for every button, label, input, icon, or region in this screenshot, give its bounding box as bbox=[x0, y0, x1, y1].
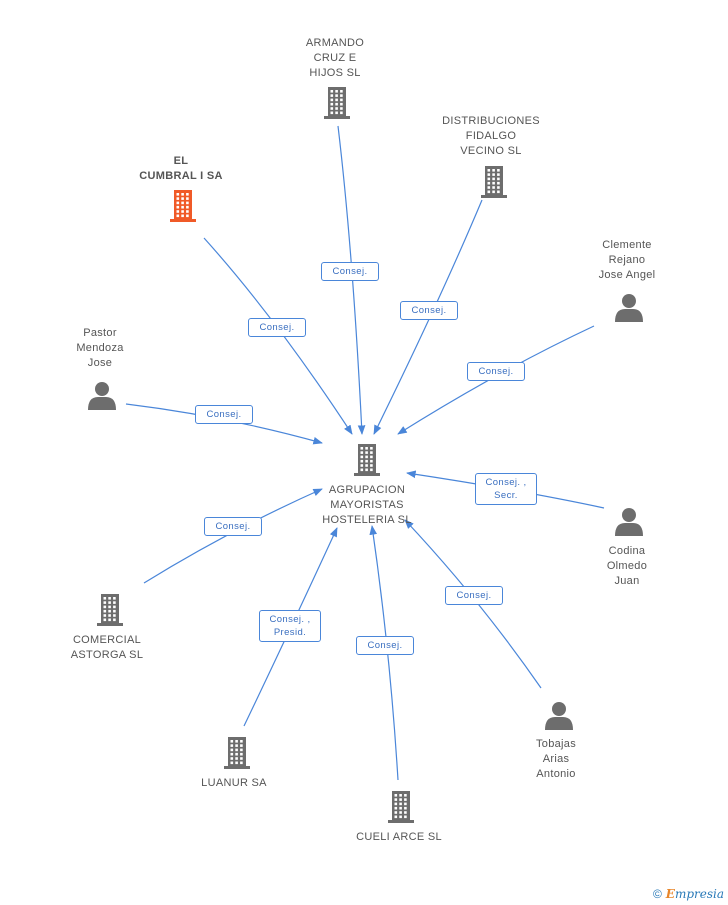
edge-label-codina[interactable]: Consej. , Secr. bbox=[475, 473, 537, 505]
node-label-clemente[interactable]: Clemente Rejano Jose Angel bbox=[598, 239, 656, 281]
edge-label-pastor[interactable]: Consej. bbox=[195, 405, 253, 424]
brand-name: mpresia bbox=[674, 887, 724, 901]
node-label-center[interactable]: AGRUPACION MAYORISTAS HOSTELERIA SL bbox=[322, 484, 412, 526]
company-building-icon-comercial[interactable] bbox=[97, 594, 123, 626]
footer-brand[interactable]: ©Empresia bbox=[653, 887, 724, 901]
node-label-armando[interactable]: ARMANDO CRUZ E HIJOS SL bbox=[305, 37, 365, 79]
person-icon-pastor[interactable] bbox=[88, 382, 116, 410]
node-label-distribuciones[interactable]: DISTRIBUCIONES FIDALGO VECINO SL bbox=[442, 115, 540, 157]
edge-label-comercial[interactable]: Consej. bbox=[204, 517, 262, 536]
edge-label-armando[interactable]: Consej. bbox=[321, 262, 379, 281]
edge-label-cumbral[interactable]: Consej. bbox=[248, 318, 306, 337]
brand-initial: E bbox=[665, 887, 675, 901]
person-icon-clemente[interactable] bbox=[615, 294, 643, 322]
node-label-tobajas[interactable]: Tobajas Arias Antonio bbox=[535, 738, 576, 780]
node-label-codina[interactable]: Codina Olmedo Juan bbox=[606, 545, 648, 587]
node-label-cueli[interactable]: CUELI ARCE SL bbox=[356, 831, 442, 843]
edge-label-distribuciones[interactable]: Consej. bbox=[400, 301, 458, 320]
company-building-icon-distribuciones[interactable] bbox=[481, 166, 507, 198]
person-icon-codina[interactable] bbox=[615, 508, 643, 536]
edge-comercial-to-center bbox=[143, 488, 323, 584]
company-building-icon-center[interactable] bbox=[354, 444, 380, 476]
node-label-luanur[interactable]: LUANUR SA bbox=[201, 777, 267, 789]
node-label-comercial[interactable]: COMERCIAL ASTORGA SL bbox=[70, 634, 144, 661]
node-label-pastor[interactable]: Pastor Mendoza Jose bbox=[76, 327, 124, 369]
edge-label-clemente[interactable]: Consej. bbox=[467, 362, 525, 381]
edge-label-cueli[interactable]: Consej. bbox=[356, 636, 414, 655]
edge-label-luanur[interactable]: Consej. , Presid. bbox=[259, 610, 321, 642]
edge-label-tobajas[interactable]: Consej. bbox=[445, 586, 503, 605]
company-building-icon-armando[interactable] bbox=[324, 87, 350, 119]
company-building-icon-cumbral[interactable] bbox=[170, 190, 196, 222]
company-building-icon-luanur[interactable] bbox=[224, 737, 250, 769]
copyright-symbol: © bbox=[652, 887, 662, 901]
company-building-icon-cueli[interactable] bbox=[388, 791, 414, 823]
node-label-cumbral[interactable]: EL CUMBRAL I SA bbox=[139, 155, 223, 182]
person-icon-tobajas[interactable] bbox=[545, 702, 573, 730]
